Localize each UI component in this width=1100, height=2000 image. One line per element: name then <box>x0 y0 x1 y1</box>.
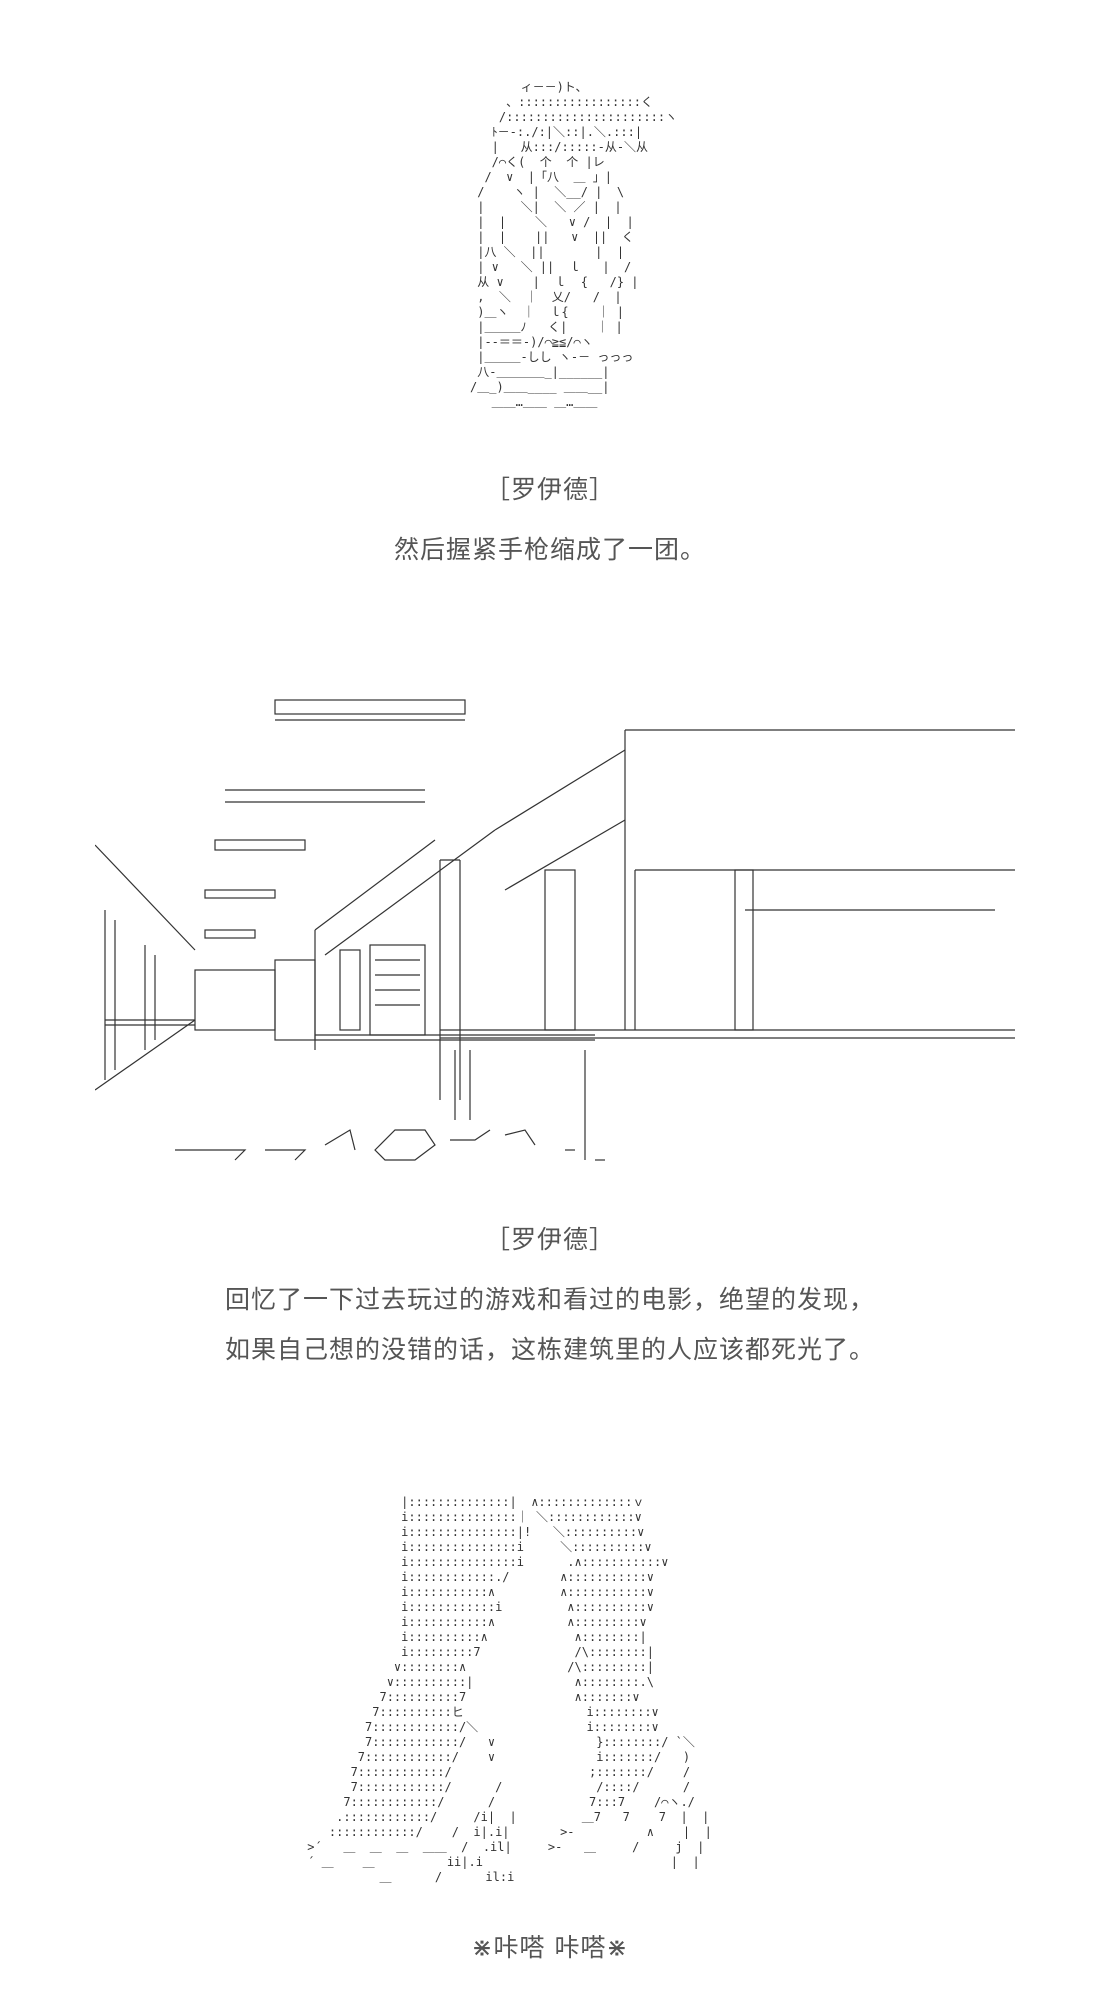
sound-effect-caption: ⋇咔嗒 咔嗒⋇ <box>471 1933 629 1962</box>
ascii-art-legs-heels: |::::::::::::::| ∧:::::::::::::ｖ i::::::… <box>307 1495 712 1884</box>
panel-corridor-scene: ［罗伊德］ 回忆了一下过去玩过的游戏和看过的电影，绝望的发现， 如果自己想的没错… <box>0 600 1100 1400</box>
speaker-name: ［罗伊德］ <box>484 1225 615 1254</box>
narration-line: 如果自己想的没错的话，这栋建筑里的人应该都死光了。 <box>224 1335 875 1364</box>
narration-line: 回忆了一下过去玩过的游戏和看过的电影，绝望的发现， <box>224 1285 875 1314</box>
panel-footsteps: |::::::::::::::| ∧:::::::::::::ｖ i::::::… <box>0 1400 1100 2000</box>
panel-crouching-figure: ィ－－)ト、 、:::::::::::::::::く /::::::::::::… <box>0 0 1100 600</box>
speaker-name: ［罗伊德］ <box>484 475 615 504</box>
corridor-drawing <box>94 699 1015 1161</box>
ascii-art-crouching-character: ィ－－)ト、 、:::::::::::::::::く /::::::::::::… <box>470 80 678 409</box>
ascii-art-corridor <box>94 690 1015 1210</box>
narration-line: 然后握紧手枪缩成了一团。 <box>393 535 706 564</box>
